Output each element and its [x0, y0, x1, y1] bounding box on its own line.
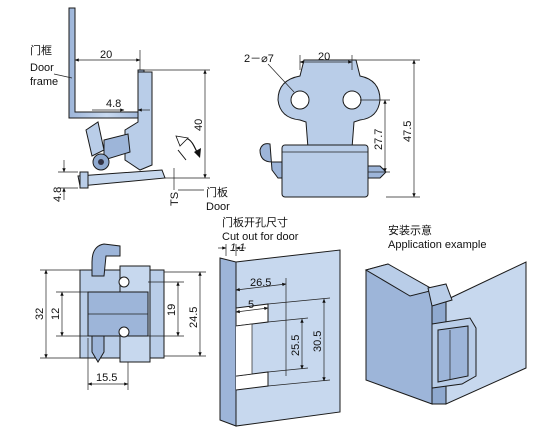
door-label-cn: 门板	[206, 185, 228, 199]
dim-front-h2: 47.5	[402, 121, 414, 142]
latch-bracket-top	[427, 283, 453, 307]
dim-bottom-h1: 32	[34, 308, 46, 320]
dim-cut-w2: 26.5	[250, 277, 271, 289]
door-frame-label-en1: Door	[30, 62, 54, 74]
cutout-label-cn: 门板开孔尺寸	[222, 215, 288, 229]
app-label-en: Application example	[388, 239, 486, 251]
door-panel-side	[77, 169, 166, 187]
dim-cut-w1: 1.1	[230, 242, 245, 254]
dim-bottom-h3: 19	[166, 304, 178, 316]
dim-front-width: 20	[318, 51, 330, 63]
door-plate-strip	[79, 171, 89, 189]
mounting-flange	[277, 59, 381, 149]
application-view: 安装示意 Application example	[364, 223, 527, 405]
screw-center	[98, 159, 104, 165]
handle-arm	[103, 133, 131, 161]
dim-cut-h2: 30.5	[312, 331, 324, 352]
dim-bottom-w: 15.5	[96, 372, 117, 384]
door-frame-profile	[68, 7, 145, 119]
latch-body-side	[124, 71, 153, 171]
door-frame-label-cn: 门框	[30, 43, 52, 57]
cutout-label-en: Cut out for door	[222, 231, 299, 243]
rotation-arrow-icon	[175, 135, 201, 161]
dim-bottom-h4: 24.5	[188, 307, 200, 328]
dim-side-offset: 4.8	[106, 98, 121, 110]
dim-front-h1: 27.7	[373, 129, 385, 150]
ts-label: TS	[169, 192, 181, 206]
mounting-hole-left	[290, 90, 310, 110]
holes-label: 2－⌀7	[244, 53, 274, 65]
dim-cut-h1: 25.5	[290, 335, 302, 356]
handle-lever-side	[85, 121, 105, 157]
bottom-view: 32 12 19 24.5 15.5	[34, 243, 206, 390]
dim-side-height: 40	[193, 119, 205, 131]
hook-front	[259, 143, 283, 179]
door-frame-label-en2: frame	[30, 76, 58, 88]
front-view: 2－⌀7 20 27.7 47.5	[244, 51, 420, 198]
dim-side-width: 20	[100, 49, 112, 61]
bottom-hole-top	[118, 276, 130, 288]
bottom-hole-bottom	[118, 326, 130, 338]
bottom-pin	[91, 335, 105, 363]
bottom-handle	[91, 243, 121, 277]
dim-side-bottom: 4.8	[52, 187, 64, 202]
door-label-en: Door	[206, 201, 230, 213]
side-view: 20 4.8 40 4.8 TS 门框 Door frame 门板 Door	[30, 7, 230, 213]
dim-bottom-h2: 12	[50, 308, 62, 320]
latch-body-front	[281, 144, 369, 198]
dim-cut-w3: 5	[248, 299, 254, 311]
app-label-cn: 安装示意	[388, 223, 432, 237]
mounting-hole-right	[342, 90, 362, 110]
cutout-view: 门板开孔尺寸 Cut out for door 1.1 26.5 5 25.5	[218, 215, 341, 427]
door-panel-side-face	[219, 257, 237, 427]
